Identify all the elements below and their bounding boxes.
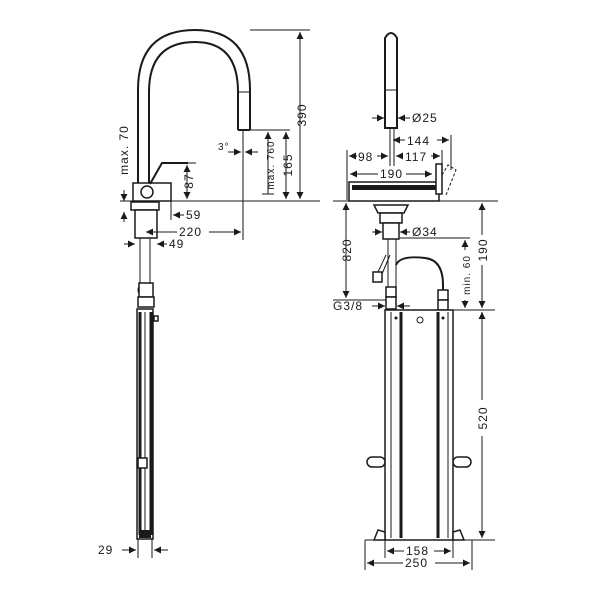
dim-117: 117 <box>405 150 427 164</box>
dim-165: 165 <box>281 153 295 176</box>
dim-250: 250 <box>405 556 428 570</box>
dim-59: 59 <box>186 208 201 222</box>
side-view: 390 165 max. 760 3° 87 max. 70 59 220 49 <box>98 28 320 558</box>
front-spout <box>384 32 398 180</box>
front-shank <box>372 204 449 311</box>
dim-158: 158 <box>406 544 429 558</box>
dim-max-760: max. 760 <box>266 140 277 189</box>
dim-87: 87 <box>182 173 196 188</box>
dim-max-70: max. 70 <box>117 125 131 175</box>
front-base <box>348 163 457 202</box>
dim-190-height: 190 <box>476 238 490 261</box>
dim-29: 29 <box>98 543 113 557</box>
dim-min-60: min. 60 <box>462 255 473 295</box>
spout <box>137 28 251 240</box>
front-view: Ø25 144 98 117 190 Ø34 820 G3/8 <box>333 32 498 570</box>
dim-390: 390 <box>295 103 309 126</box>
faucet-body <box>130 162 188 308</box>
dim-dia-25: Ø25 <box>412 111 438 125</box>
dim-190-width: 190 <box>380 167 403 181</box>
dim-220: 220 <box>179 225 202 239</box>
dim-49: 49 <box>169 237 184 251</box>
dim-520: 520 <box>476 406 490 429</box>
dim-3deg: 3° <box>218 142 230 153</box>
dim-g3-8: G3/8 <box>333 299 363 313</box>
dim-144: 144 <box>407 134 430 148</box>
dim-98: 98 <box>358 150 373 164</box>
dim-820: 820 <box>340 238 354 261</box>
side-box <box>136 308 159 540</box>
dim-dia-34: Ø34 <box>412 225 438 239</box>
front-box <box>365 309 472 541</box>
